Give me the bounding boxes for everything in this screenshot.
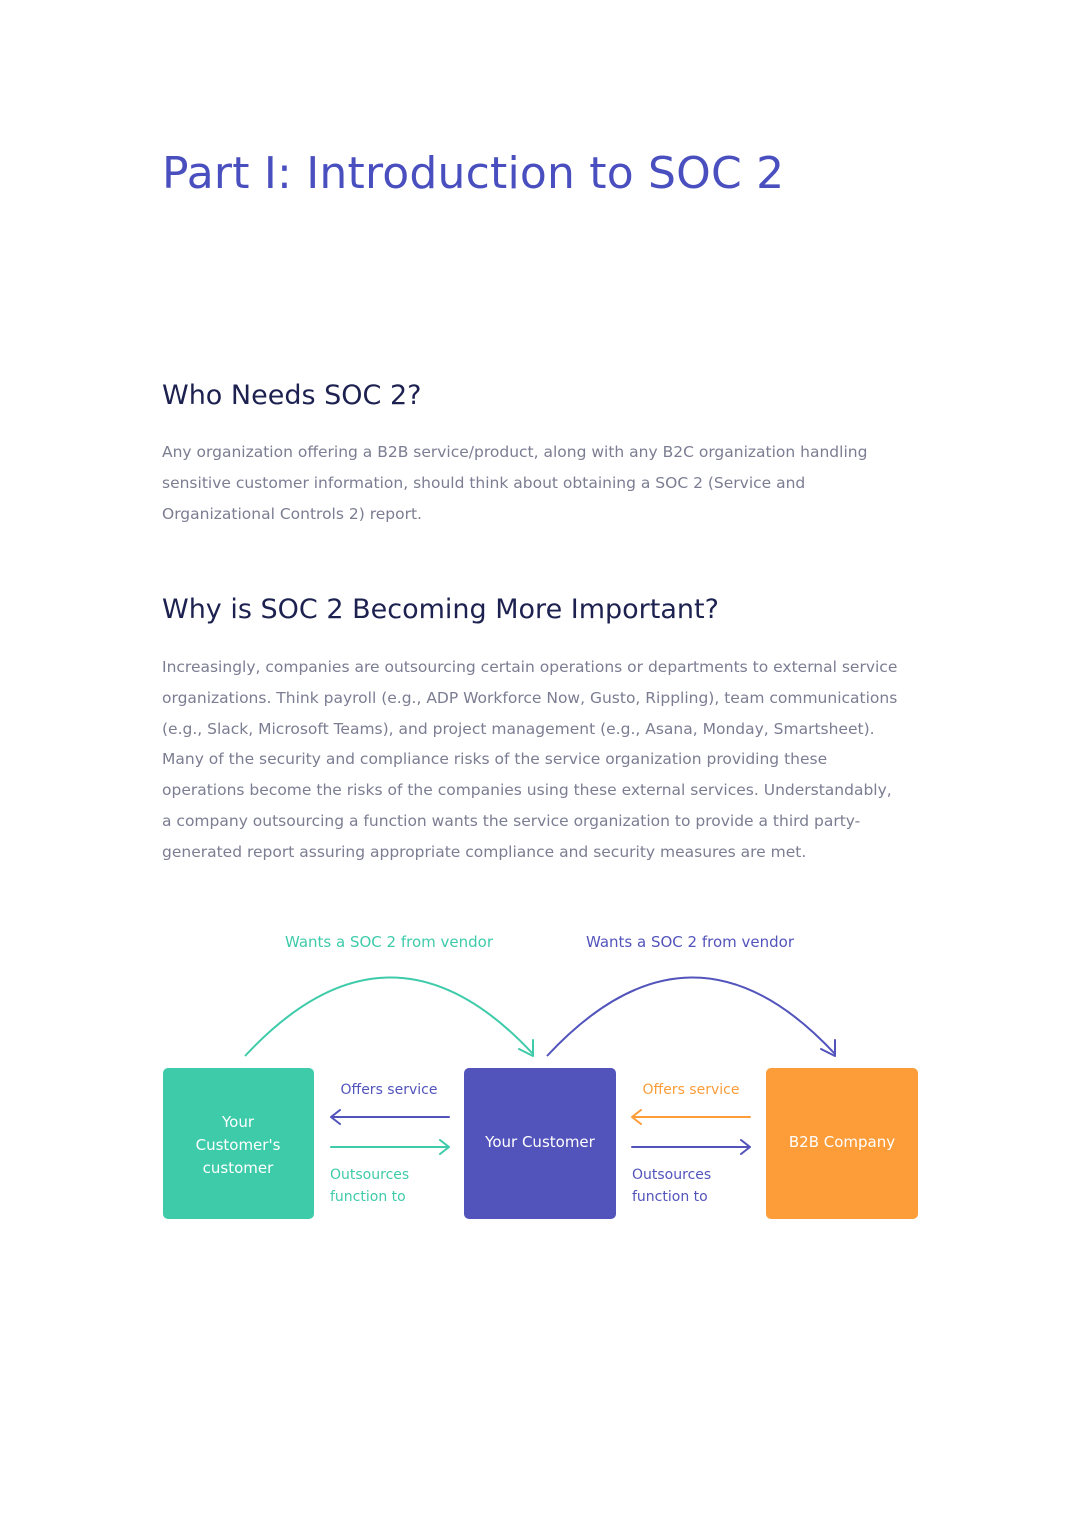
right-outsources-label-line2: function to bbox=[632, 1189, 708, 1205]
paragraph-line: Many of the security and compliance risk… bbox=[162, 750, 828, 769]
right-arc-arrowhead bbox=[820, 1039, 836, 1057]
left-outsources-label-line1: Outsources bbox=[330, 1167, 409, 1183]
right-box-label: B2B Company bbox=[789, 1133, 895, 1151]
paragraph-line: generated report assuring appropriate co… bbox=[162, 842, 807, 861]
left-box-label-line1: Your bbox=[221, 1113, 255, 1131]
vendor-relationship-diagram: Wants a SOC 2 from vendor Wants a SOC 2 … bbox=[163, 933, 918, 1219]
right-outsources-arrow bbox=[631, 1139, 751, 1155]
paragraph-line: Any organization offering a B2B service/… bbox=[162, 443, 868, 461]
left-box-label-line3: customer bbox=[203, 1159, 274, 1177]
left-box-label-line2: Customer's bbox=[196, 1136, 281, 1154]
left-outsources-arrow bbox=[330, 1139, 450, 1155]
left-offers-arrow bbox=[330, 1109, 450, 1125]
left-arc-arrow bbox=[244, 976, 534, 1057]
page-title: Part I: Introduction to SOC 2 bbox=[162, 148, 785, 199]
paragraph-line: sensitive customer information, should t… bbox=[162, 473, 806, 492]
paragraph-line: Organizational Controls 2) report. bbox=[162, 504, 422, 523]
left-box bbox=[163, 1068, 314, 1219]
paragraph-line: a company outsourcing a function wants t… bbox=[162, 811, 861, 830]
paragraph-line: organizations. Think payroll (e.g., ADP … bbox=[162, 688, 898, 707]
right-box bbox=[766, 1068, 918, 1219]
right-outsources-label-line1: Outsources bbox=[632, 1167, 711, 1183]
section-paragraph-why-important: Increasingly, companies are outsourcing … bbox=[162, 652, 922, 868]
left-offers-label: Offers service bbox=[341, 1082, 438, 1098]
left-arc-arrowhead bbox=[518, 1039, 534, 1057]
section-paragraph-who-needs: Any organization offering a B2B service/… bbox=[162, 437, 922, 529]
center-box bbox=[464, 1068, 616, 1219]
top-left-label: Wants a SOC 2 from vendor bbox=[285, 933, 494, 951]
paragraph-line: (e.g., Slack, Microsoft Teams), and proj… bbox=[162, 719, 875, 738]
paragraph-line: operations become the risks of the compa… bbox=[162, 781, 892, 800]
right-offers-label: Offers service bbox=[643, 1082, 740, 1098]
top-right-label: Wants a SOC 2 from vendor bbox=[586, 933, 795, 951]
paragraph-line: Increasingly, companies are outsourcing … bbox=[162, 658, 898, 676]
center-box-label: Your Customer bbox=[484, 1133, 595, 1151]
section-heading-who-needs: Who Needs SOC 2? bbox=[162, 380, 422, 411]
section-heading-why-important: Why is SOC 2 Becoming More Important? bbox=[162, 594, 719, 625]
left-outsources-label-line2: function to bbox=[330, 1189, 406, 1205]
right-arc-arrow bbox=[546, 976, 836, 1057]
right-offers-arrow bbox=[631, 1109, 751, 1125]
